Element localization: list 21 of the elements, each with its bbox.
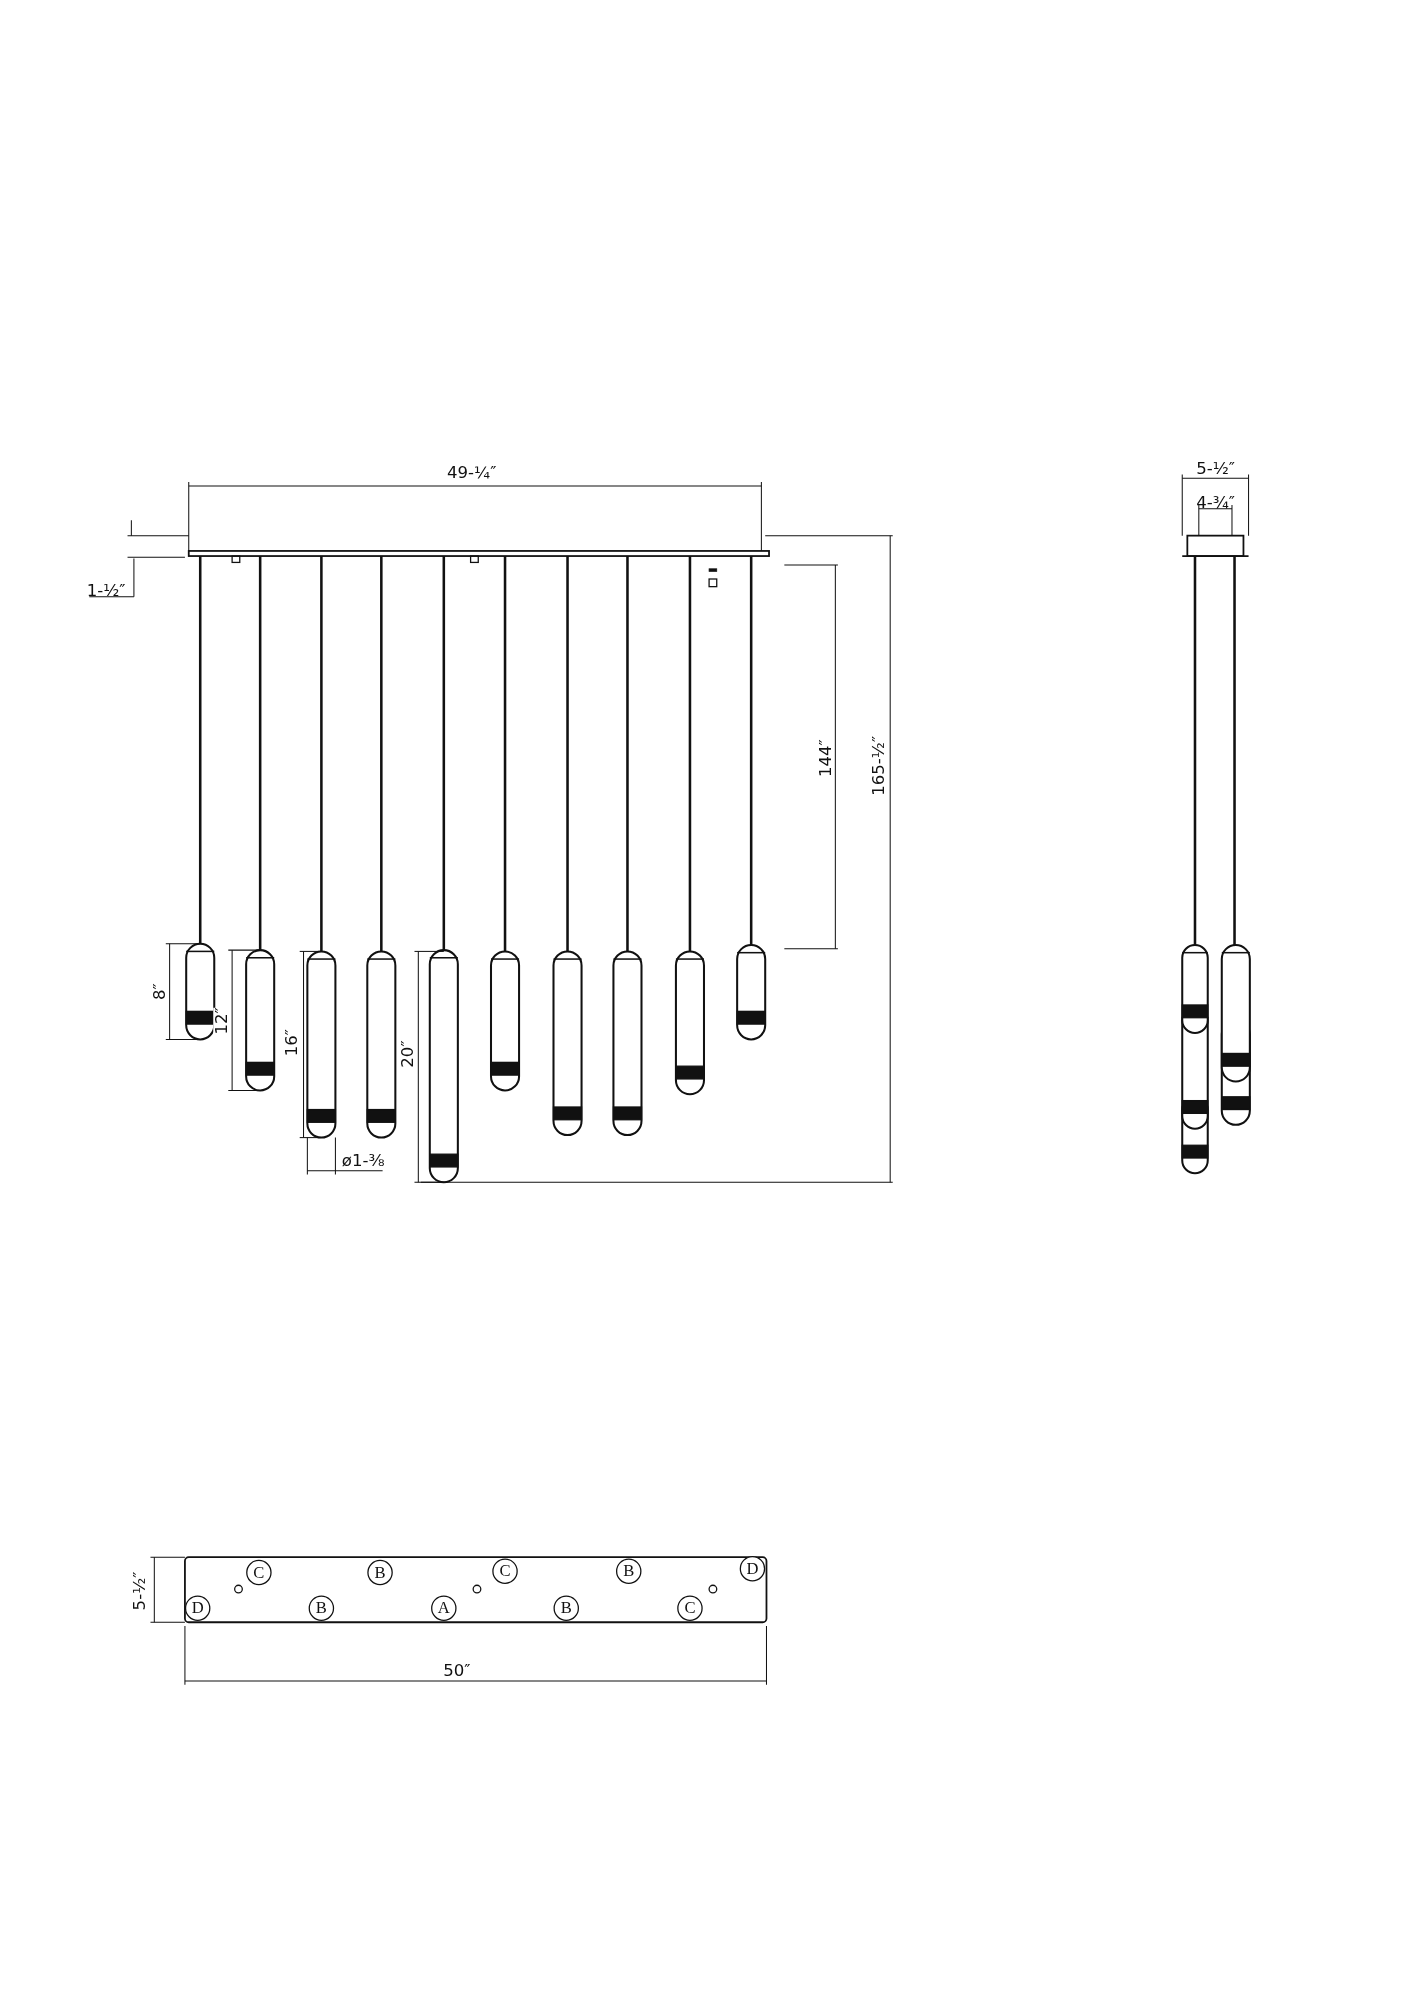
dimension-label: 165-½″ <box>869 735 886 796</box>
dimension-label: 4-¾″ <box>1196 492 1236 510</box>
dimension-label: 144″ <box>816 738 834 777</box>
callout-letter: C <box>246 1559 272 1586</box>
dimension-label: 5-½″ <box>1196 459 1236 477</box>
dimension-label: 50″ <box>443 1661 471 1678</box>
callout-letter: A <box>431 1595 457 1621</box>
callout-letter: B <box>308 1595 335 1621</box>
dimension-label: ø1-⅜ <box>341 1151 385 1168</box>
callout-letter: D <box>184 1595 211 1621</box>
callout-letter: B <box>367 1559 393 1586</box>
callout-letter: C <box>677 1595 703 1621</box>
dimension-label: 5-½″ <box>131 1570 148 1610</box>
callout-letter: C <box>492 1558 518 1584</box>
callout-letter: D <box>739 1555 766 1582</box>
callout-letter: B <box>616 1558 642 1584</box>
dimension-label: 49-¼″ <box>447 463 497 481</box>
dimension-label: 1-½″ <box>86 580 126 598</box>
dimension-label: 20″ <box>398 1039 416 1068</box>
callout-letter: B <box>553 1595 579 1621</box>
dimension-label: 16″ <box>282 1028 300 1056</box>
